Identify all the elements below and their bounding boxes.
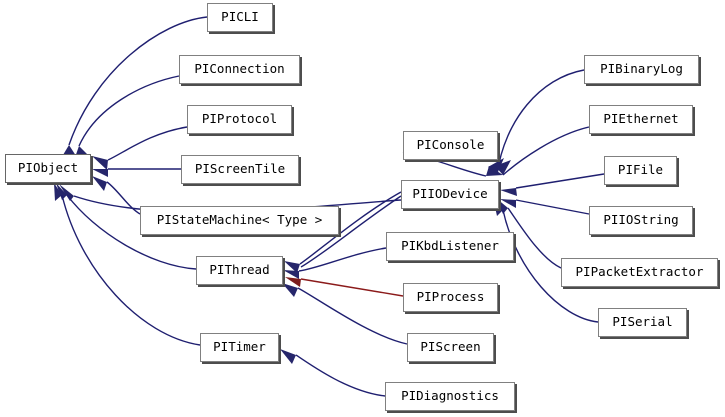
- node-label: PIPacketExtractor: [575, 264, 704, 280]
- node-label: PIObject: [17, 160, 79, 176]
- node-label: PIConnection: [194, 61, 285, 77]
- node-pipacketextractor[interactable]: PIPacketExtractor: [561, 258, 718, 287]
- node-piconsole[interactable]: PIConsole: [403, 131, 498, 160]
- edge-pipacketextractor-to-piiodevice: [496, 198, 562, 269]
- edge-pikbdlistener-to-pithread: [283, 247, 387, 279]
- node-pibinarylog[interactable]: PIBinaryLog: [584, 55, 699, 84]
- node-label: PIEthernet: [603, 111, 679, 127]
- node-piconnection[interactable]: PIConnection: [179, 55, 300, 84]
- node-pifile[interactable]: PIFile: [604, 156, 677, 185]
- node-label: PIDiagnostics: [401, 388, 499, 404]
- node-label: PIProtocol: [201, 111, 278, 127]
- node-label: PIFile: [617, 162, 664, 178]
- node-label: PIIODevice: [412, 186, 488, 202]
- node-label: PISerial: [612, 314, 673, 330]
- node-label: PIConsole: [416, 137, 485, 153]
- edge-pifile-to-piiodevice: [500, 173, 605, 196]
- node-label: PIStateMachine< Type >: [156, 212, 323, 228]
- node-label: PIScreenTile: [194, 161, 286, 177]
- node-piethernet[interactable]: PIEthernet: [589, 105, 693, 134]
- node-pidiagnostics[interactable]: PIDiagnostics: [385, 382, 515, 411]
- node-piserial[interactable]: PISerial: [598, 308, 687, 337]
- node-pikbdlistener[interactable]: PIKbdListener: [386, 232, 514, 261]
- node-piprocess[interactable]: PIProcess: [403, 283, 498, 312]
- node-label: PIProcess: [416, 289, 485, 305]
- node-label: PITimer: [213, 339, 266, 355]
- node-piprotocol[interactable]: PIProtocol: [187, 105, 292, 134]
- node-label: PICLI: [221, 9, 259, 25]
- node-pithread[interactable]: PIThread: [196, 256, 283, 285]
- node-label: PIIOString: [603, 212, 679, 228]
- node-piiodevice[interactable]: PIIODevice: [401, 180, 499, 209]
- edge-pithread-to-piobject: [56, 183, 197, 270]
- edge-pistatemachine-to-piobject: [92, 176, 141, 215]
- node-pistatemachine[interactable]: PIStateMachine< Type >: [140, 206, 339, 235]
- node-label: PIScreen: [420, 339, 481, 355]
- edge-piscreen-to-pithread: [282, 283, 408, 345]
- node-label: PIKbdListener: [401, 238, 499, 254]
- node-picli[interactable]: PICLI: [207, 3, 273, 32]
- node-piscreen[interactable]: PIScreen: [407, 333, 494, 362]
- edge-piprocess-to-pithread: [285, 277, 404, 297]
- node-piobject[interactable]: PIObject: [5, 154, 91, 183]
- edge-pidiagnostics-to-pitimer: [280, 349, 386, 397]
- edge-pibinarylog-to-piiodevice: [488, 69, 585, 175]
- edge-piiodevice-to-pithread: [284, 191, 402, 273]
- edge-piscreentile-to-piobject: [92, 168, 181, 177]
- edge-piethernet-to-piiodevice: [495, 126, 590, 176]
- node-piiostring[interactable]: PIIOString: [589, 206, 693, 235]
- edge-piiostring-to-piiodevice: [500, 199, 590, 215]
- edge-piiodevice-to-pithread-alt: [300, 195, 402, 268]
- edge-piprotocol-to-piobject: [92, 126, 188, 170]
- node-piscreentile[interactable]: PIScreenTile: [181, 155, 299, 184]
- node-label: PIThread: [209, 262, 270, 278]
- node-pitimer[interactable]: PITimer: [200, 333, 279, 362]
- node-label: PIBinaryLog: [600, 61, 683, 77]
- edge-pitimer-to-piobject: [54, 183, 201, 346]
